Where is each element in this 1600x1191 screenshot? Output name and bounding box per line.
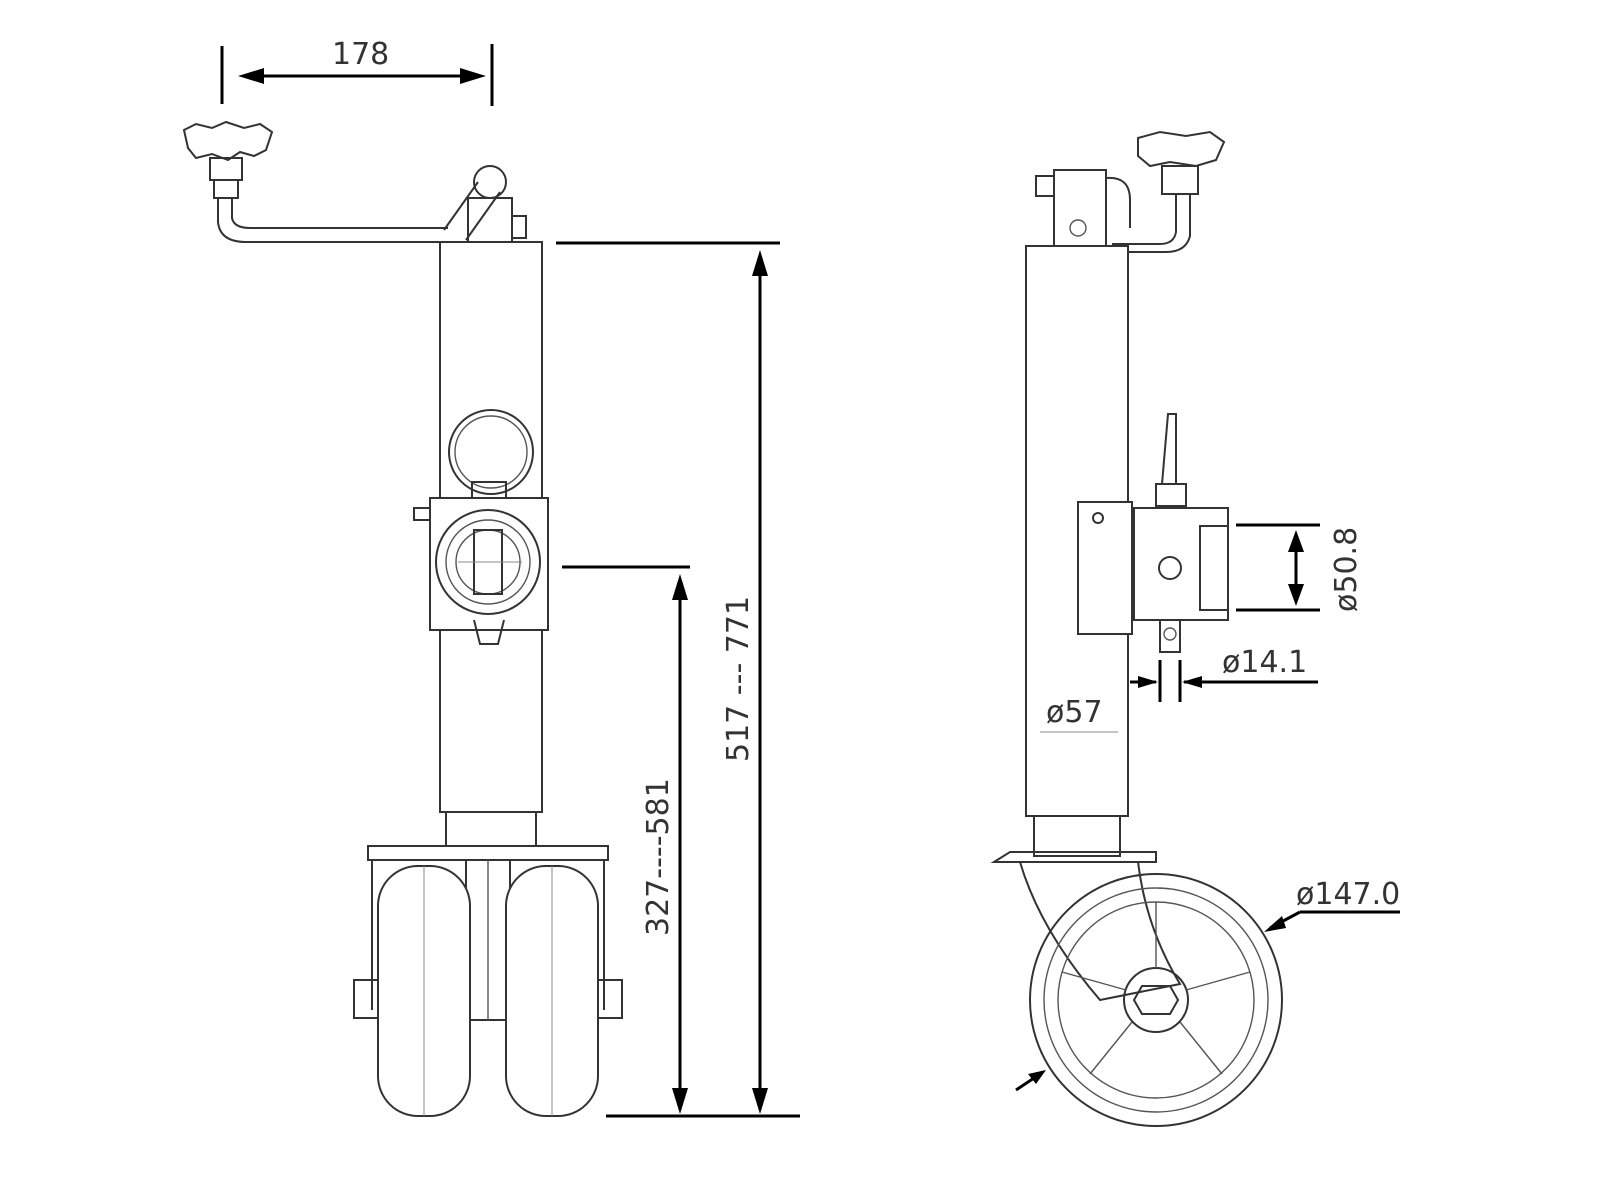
dim-crank-reach: 178 — [332, 37, 389, 72]
clamp-handle-ring — [448, 409, 534, 495]
inner-tube — [445, 811, 537, 849]
dim-wheel-height: 327----581 — [641, 778, 676, 936]
dim-pin-diameter: ø14.1 — [1222, 645, 1307, 680]
side-view — [990, 130, 1283, 1127]
side-inner-tube — [1033, 815, 1121, 857]
dim-wheel-diameter: ø147.0 — [1296, 877, 1400, 912]
dimension-lines — [220, 44, 1400, 1118]
wheel-fork — [353, 845, 623, 1021]
dim-tube-diameter: ø57 — [1046, 695, 1103, 730]
side-fork — [990, 851, 1182, 1002]
front-view — [182, 120, 623, 1117]
crank-handle — [182, 120, 527, 243]
side-wheel — [1029, 873, 1283, 1127]
dim-total-height: 517 --- 771 — [721, 596, 756, 762]
side-clamp — [1077, 413, 1229, 653]
clamp-block — [413, 481, 549, 645]
dim-clamp-diameter: ø50.8 — [1329, 527, 1364, 612]
side-crank-handle — [1035, 130, 1226, 253]
